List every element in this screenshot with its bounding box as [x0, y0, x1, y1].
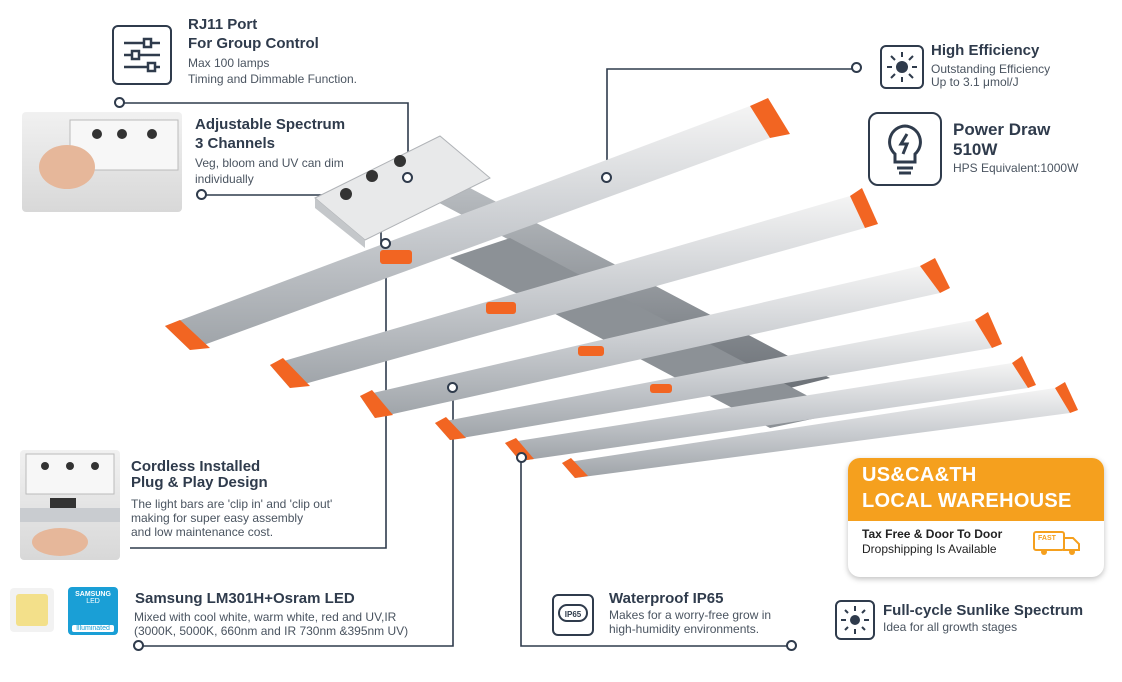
sunlike-line-1: Idea for all growth stages [883, 620, 1018, 634]
led-title: Samsung LM301H+Osram LED [135, 590, 355, 607]
sunlike-title: Full-cycle Sunlike Spectrum [883, 602, 1084, 619]
waterproof-line-1: Makes for a worry-free grow in [609, 608, 772, 622]
truck-label: FAST [1038, 535, 1056, 542]
spectrum-line-2: individually [195, 172, 254, 186]
sun-icon [835, 600, 875, 640]
power-title-2: 510W [953, 140, 998, 159]
endcap-dot [516, 452, 527, 463]
clip-design-photo [20, 450, 120, 560]
rj11-port-dot [402, 172, 413, 183]
cordless-title-2: Plug & Play Design [131, 474, 268, 491]
samsung-led-badge: SAMSUNG LED Illuminated [68, 587, 118, 635]
badge-samsung: SAMSUNG [75, 591, 111, 598]
led-chip-image [10, 588, 54, 632]
control-panel-photo [22, 112, 182, 212]
badge-led: LED [86, 598, 100, 605]
sun-icon [880, 45, 924, 89]
spectrum-title-2: 3 Channels [195, 135, 276, 152]
spectrum-title-1: Adjustable Spectrum [195, 116, 346, 133]
cordless-line-2: making for super easy assembly [131, 511, 304, 525]
ip65-icon: IP65 [552, 594, 594, 636]
cordless-title-1: Cordless Installed [131, 458, 261, 475]
sliders-icon [112, 25, 172, 85]
led-line-2: (3000K, 5000K, 660nm and IR 730nm &395nm… [134, 624, 409, 638]
rj11-title-2: For Group Control [188, 35, 319, 52]
led-line-1: Mixed with cool white, warm white, red a… [134, 610, 397, 624]
power-line-1: HPS Equivalent:1000W [953, 161, 1079, 175]
warehouse-sub-1: Tax Free & Door To Door [862, 527, 1003, 541]
efficiency-line-2: Up to 3.1 μmol/J [931, 75, 1019, 89]
waterproof-title: Waterproof IP65 [609, 590, 724, 607]
power-title-1: Power Draw [953, 120, 1051, 139]
truck-icon: FAST [1032, 528, 1082, 558]
warehouse-line-1: US&CA&TH [862, 464, 977, 486]
rj11-dot [114, 97, 125, 108]
local-warehouse-banner: US&CA&TH LOCAL WAREHOUSE Tax Free & Door… [848, 458, 1104, 577]
efficiency-line-1: Outstanding Efficiency [931, 62, 1051, 76]
spectrum-line-1: Veg, bloom and UV can dim [195, 156, 344, 170]
ip65-label: IP65 [558, 604, 588, 622]
cordless-line-3: and low maintenance cost. [131, 525, 274, 539]
rj11-line-1: Max 100 lamps [188, 56, 270, 70]
rj11-line-2: Timing and Dimmable Function. [188, 72, 357, 86]
badge-illuminated: Illuminated [72, 625, 114, 632]
waterproof-dot [786, 640, 797, 651]
efficiency-title: High Efficiency [931, 42, 1040, 59]
grow-light-fixture [165, 98, 1078, 478]
efficiency-dot [851, 62, 862, 73]
bar-dot [447, 382, 458, 393]
led-dot [133, 640, 144, 651]
bulb-icon [868, 112, 942, 186]
clip-dot [380, 238, 391, 249]
cordless-line-1: The light bars are 'clip in' and 'clip o… [131, 497, 333, 511]
rj11-title-1: RJ11 Port [188, 16, 258, 33]
warehouse-sub-2: Dropshipping Is Available [862, 542, 997, 556]
led-board-dot [601, 172, 612, 183]
spectrum-dot [196, 189, 207, 200]
waterproof-line-2: high-humidity environments. [609, 622, 760, 636]
warehouse-line-2: LOCAL WAREHOUSE [862, 490, 1072, 512]
